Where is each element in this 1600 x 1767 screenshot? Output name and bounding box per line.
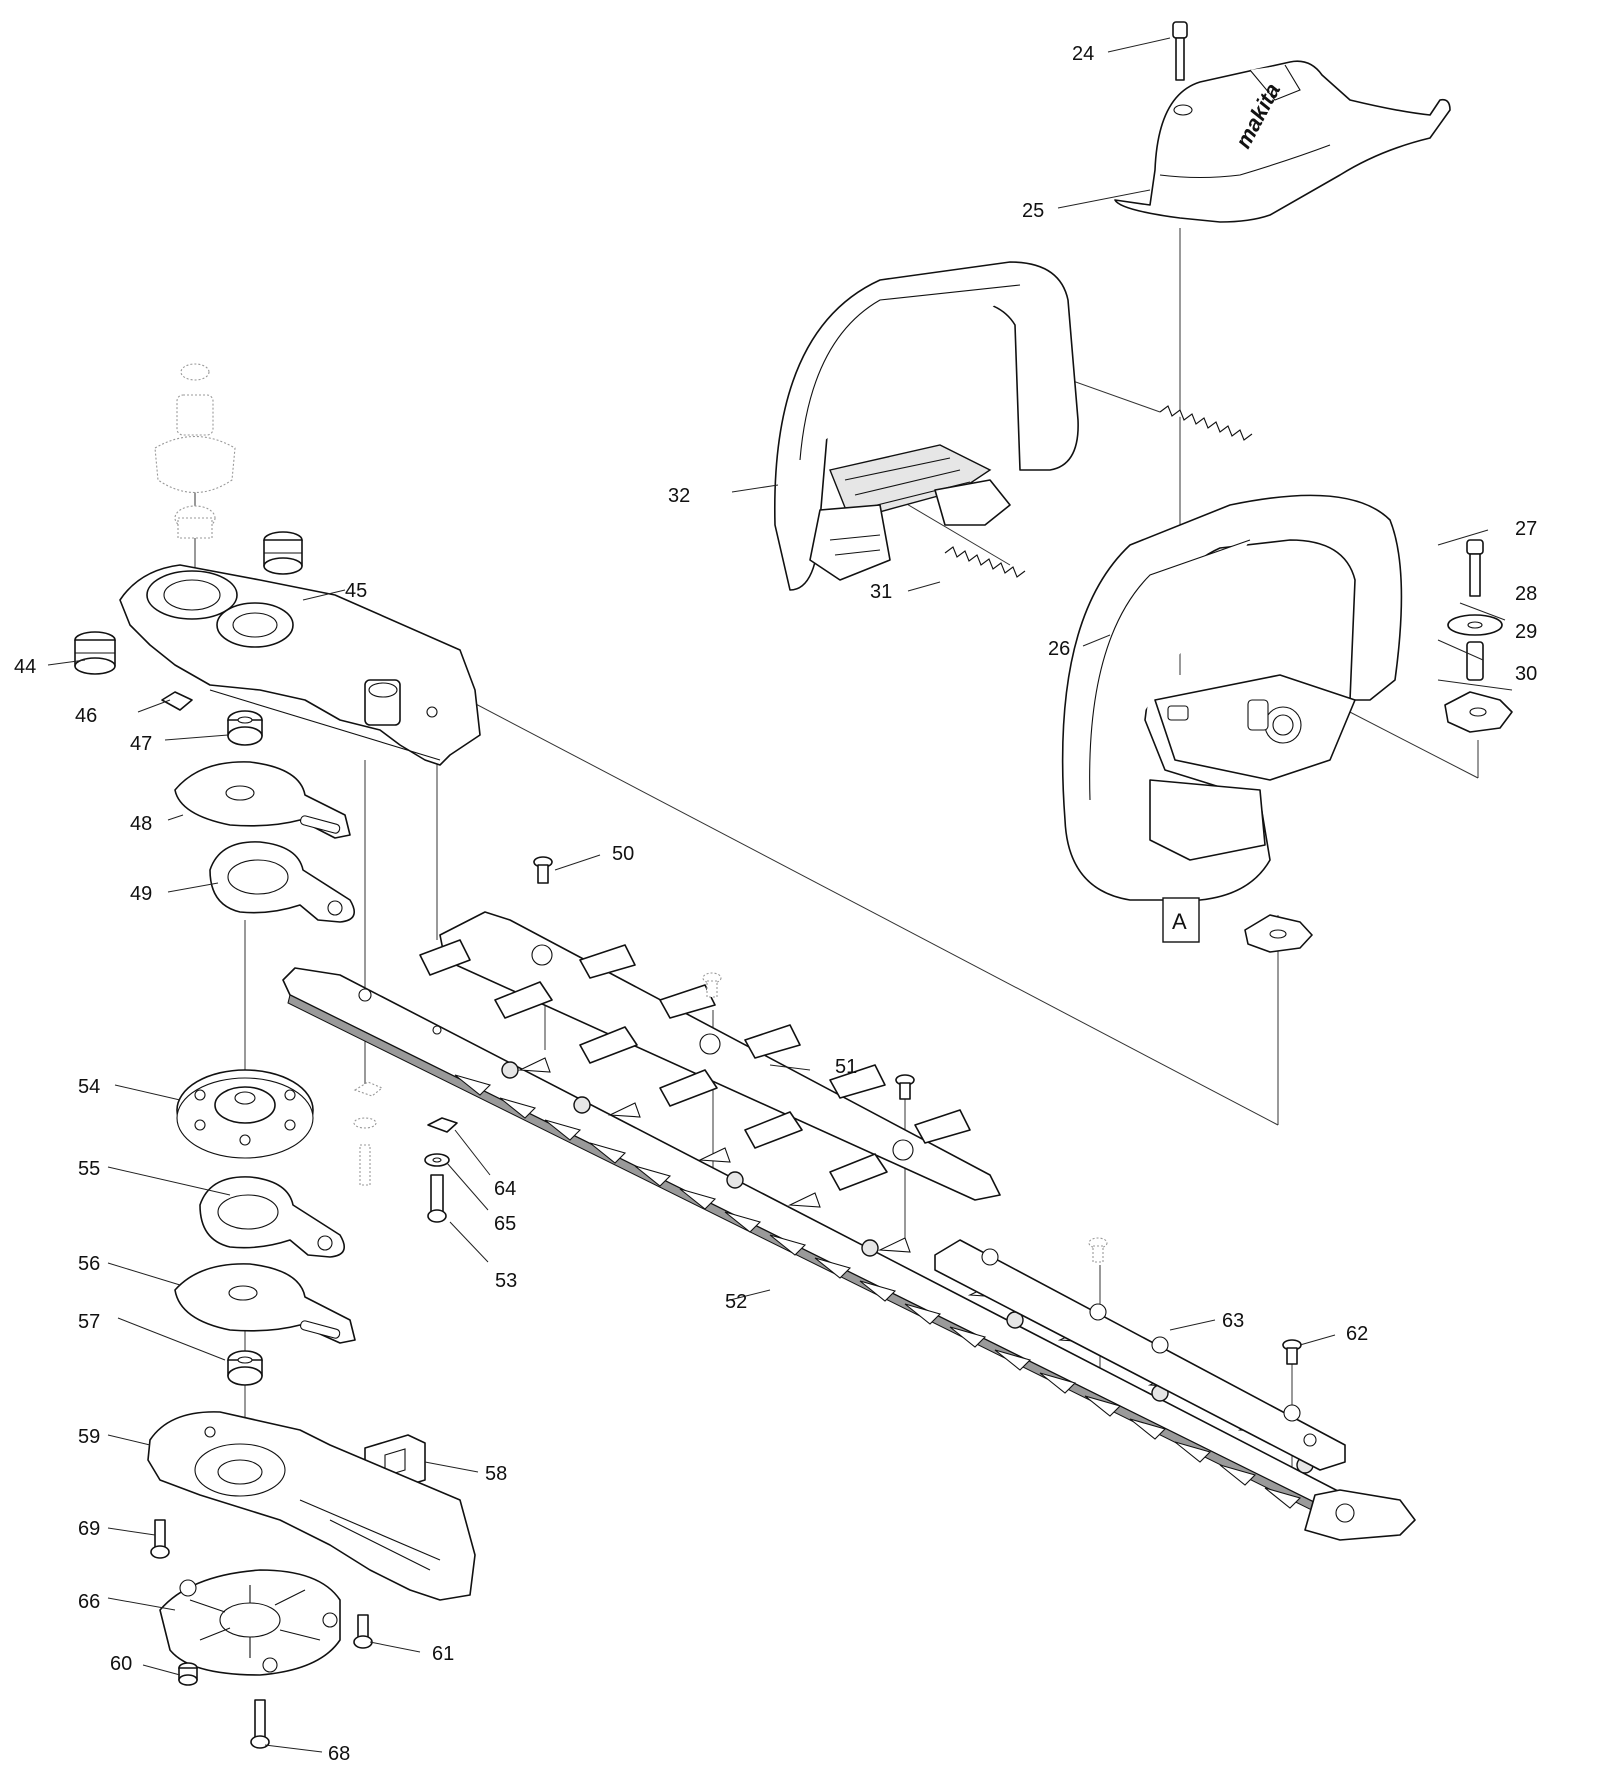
ring-plate-55-part xyxy=(199,1176,346,1258)
callout-62: 62 xyxy=(1346,1323,1368,1345)
callout-53: 53 xyxy=(495,1270,517,1292)
bolt-53-part xyxy=(427,1174,447,1223)
callout-58: 58 xyxy=(485,1463,507,1485)
callout-60: 60 xyxy=(110,1653,132,1675)
callout-46: 46 xyxy=(75,705,97,727)
screw-61-part xyxy=(353,1614,373,1649)
screw-68-part xyxy=(250,1699,270,1749)
callout-48: 48 xyxy=(130,813,152,835)
gear-cover-66-part xyxy=(159,1569,341,1676)
callout-55: 55 xyxy=(78,1158,100,1180)
callout-69: 69 xyxy=(78,1518,100,1540)
screw-bar-2-part xyxy=(895,1074,915,1100)
blade-assembly-52-part xyxy=(282,967,1416,1541)
callout-32: 32 xyxy=(668,485,690,507)
screw-bar-1-part xyxy=(702,972,722,998)
callout-28: 28 xyxy=(1515,583,1537,605)
callout-25: 25 xyxy=(1022,200,1044,222)
sleeve-29-part xyxy=(1466,641,1484,681)
callout-26: 26 xyxy=(1048,638,1070,660)
guide-plate-63-part xyxy=(934,1239,1346,1471)
reference-box-a-label: A xyxy=(1172,909,1187,934)
nut-ref-part xyxy=(1244,914,1313,953)
callout-27: 27 xyxy=(1515,518,1537,540)
front-handle-part-26 xyxy=(1061,494,1403,901)
screw-27-part xyxy=(1466,539,1484,597)
callout-65: 65 xyxy=(494,1213,516,1235)
rubber-bushing-44-part xyxy=(74,631,116,675)
bearing-47-part xyxy=(227,710,263,746)
callout-50: 50 xyxy=(612,843,634,865)
callout-29: 29 xyxy=(1515,621,1537,643)
callout-68: 68 xyxy=(328,1743,350,1765)
nut-30-part xyxy=(1444,691,1513,733)
screw-62-part xyxy=(1282,1339,1302,1365)
callout-49: 49 xyxy=(130,883,152,905)
gear-54-part xyxy=(176,1069,314,1159)
callout-57: 57 xyxy=(78,1311,100,1333)
reference-box-a: A xyxy=(1162,897,1200,943)
callout-64: 64 xyxy=(494,1178,516,1200)
callout-54: 54 xyxy=(78,1076,100,1098)
callout-51: 51 xyxy=(835,1056,857,1078)
motor-armature-part xyxy=(154,363,236,539)
clip-46-part xyxy=(161,691,193,711)
callout-45: 45 xyxy=(345,580,367,602)
screw-plate-63-part xyxy=(1088,1237,1108,1263)
callout-30: 30 xyxy=(1515,663,1537,685)
gasket-plate-48-part xyxy=(174,761,351,839)
gasket-plate-56-part xyxy=(174,1263,356,1344)
callout-52: 52 xyxy=(725,1291,747,1313)
connecting-bar-51-part xyxy=(419,911,1001,1201)
callout-63: 63 xyxy=(1222,1310,1244,1332)
callout-labels: 24 25 26 27 28 29 30 31 32 44 45 46 47 4… xyxy=(14,43,1537,1765)
lower-housing-59-part xyxy=(147,1411,476,1601)
spring-31-part xyxy=(944,405,1253,578)
callout-47: 47 xyxy=(130,733,152,755)
callout-66: 66 xyxy=(78,1591,100,1613)
washer-28-part xyxy=(1447,614,1503,636)
callout-31: 31 xyxy=(870,581,892,603)
plug-60-part xyxy=(178,1662,198,1686)
screw-50-part xyxy=(533,856,553,884)
gear-housing-45-part xyxy=(119,564,481,766)
washer-65-part xyxy=(424,1153,450,1167)
bearing-57-part xyxy=(227,1350,263,1386)
leader-lines xyxy=(47,37,1513,1753)
square-nut-64-part xyxy=(427,1117,458,1133)
front-handle-part-32 xyxy=(773,261,1079,591)
callout-44: 44 xyxy=(14,656,36,678)
faint-hardware-stack xyxy=(353,1081,384,1186)
rubber-bushing-top-part xyxy=(263,531,303,575)
callout-61: 61 xyxy=(432,1643,454,1665)
callout-56: 56 xyxy=(78,1253,100,1275)
top-cover-part: makita xyxy=(1114,60,1451,223)
screw-69-part xyxy=(150,1519,170,1559)
ring-plate-49-part xyxy=(209,841,356,923)
screw-24-part xyxy=(1172,21,1188,81)
callout-59: 59 xyxy=(78,1426,100,1448)
callout-24: 24 xyxy=(1072,43,1094,65)
